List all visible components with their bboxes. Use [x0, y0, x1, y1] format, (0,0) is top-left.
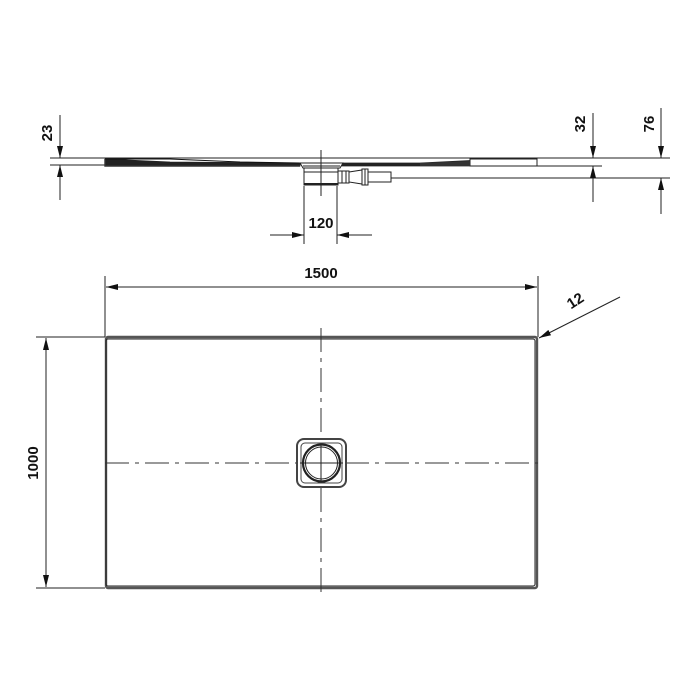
- section-view: 23 32 76 120: [39, 108, 670, 244]
- tray-profile: [104, 158, 538, 167]
- dimension-76: 76: [641, 108, 664, 214]
- dimension-120: 120: [270, 186, 372, 244]
- dimension-23: 23: [39, 115, 63, 200]
- dimension-1000: 1000: [25, 338, 49, 587]
- dimension-label-76: 76: [641, 116, 658, 133]
- dimension-label-32: 32: [572, 116, 589, 133]
- dimension-label-1000: 1000: [25, 446, 42, 479]
- dimension-12-radius: 12: [538, 290, 621, 339]
- dimension-label-1500: 1500: [304, 265, 337, 282]
- drain-plan: [296, 438, 347, 488]
- dimension-1500: 1500: [106, 265, 537, 290]
- dimension-label-120: 120: [308, 215, 333, 232]
- dimension-32: 32: [572, 113, 596, 202]
- dimension-label-23: 23: [39, 125, 56, 142]
- dimension-label-12: 12: [564, 290, 587, 313]
- plan-view: 1500 1000 12: [25, 265, 621, 596]
